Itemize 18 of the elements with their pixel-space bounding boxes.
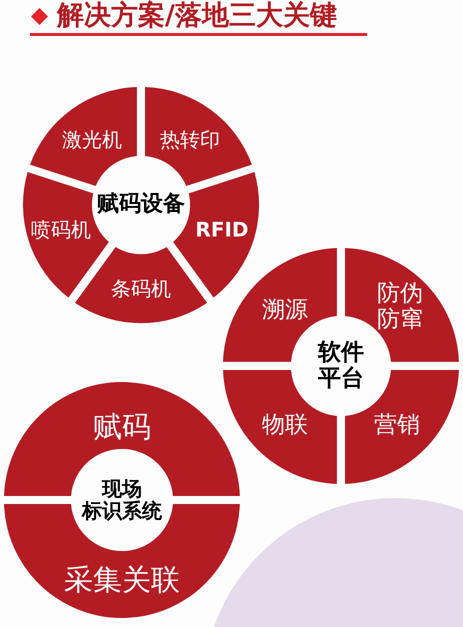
hub-label: 赋码设备 — [97, 192, 185, 218]
segment-label: 热转印 — [160, 128, 220, 152]
segment-label: 采集关联 — [64, 563, 180, 597]
hub-label: 现场标识系统 — [82, 478, 162, 522]
segment-label: 溯源 — [262, 296, 308, 324]
segment-label: 条码机 — [110, 277, 171, 300]
ring-segment — [144, 87, 252, 186]
ring-segment — [30, 87, 137, 186]
hub-label: 软件平台 — [318, 340, 364, 392]
segment-label: 激光机 — [62, 128, 122, 152]
ring-segment — [74, 246, 208, 323]
segment-label: 营销 — [374, 412, 420, 438]
segment-label: RFID — [195, 218, 249, 242]
segment-label: 物联 — [262, 412, 308, 438]
segment-label: 防伪防窜 — [376, 280, 423, 334]
segment-label: 喷码机 — [30, 218, 91, 242]
diagram-title: 解决方案/落地三大关键 — [57, 0, 337, 32]
segment-label: 赋码 — [92, 410, 151, 444]
